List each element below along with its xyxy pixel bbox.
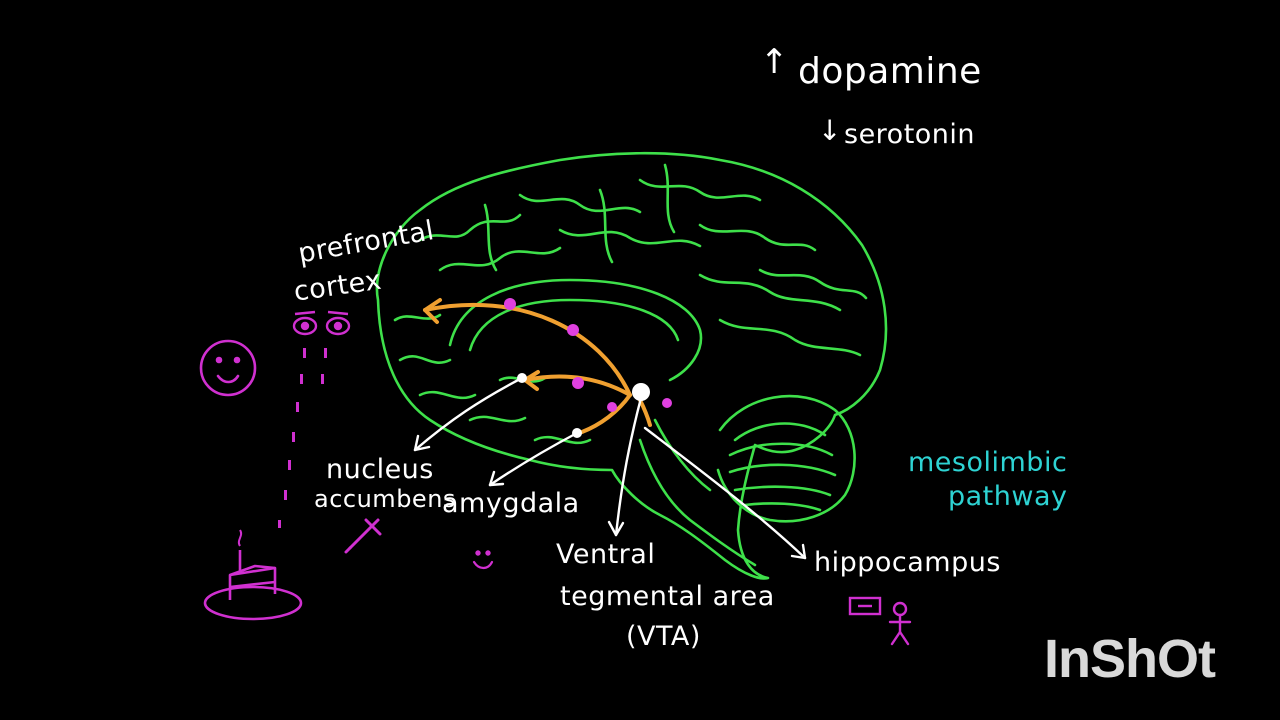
- watermark-logo: InShOt: [1044, 629, 1216, 689]
- vta-node: [632, 383, 650, 401]
- small-smile-icon: [472, 550, 494, 570]
- vta-label-line1: Ventral: [556, 539, 656, 570]
- nucleus-accumbens-label-line2: accumbens: [314, 485, 456, 513]
- birthday-cake-icon: [203, 529, 303, 621]
- increase-arrow-icon: ↑: [760, 42, 789, 82]
- syringe-icon: [344, 518, 382, 554]
- dopamine-label: dopamine: [798, 51, 982, 92]
- hippocampus-label: hippocampus: [814, 547, 1001, 578]
- mesolimbic-pathway-label-line2: pathway: [948, 481, 1068, 512]
- person-icon: [888, 601, 912, 646]
- decrease-arrow-icon: ↓: [818, 114, 842, 147]
- smiley-face-icon: [199, 339, 257, 397]
- photo-frame-icon: [848, 596, 882, 616]
- nucleus-accumbens-label-line1: nucleus: [326, 454, 434, 485]
- serotonin-label: serotonin: [844, 119, 976, 150]
- dopamine-pathway-arrows: [423, 298, 652, 434]
- eyes-icon: [292, 310, 351, 336]
- label-pointer-lines: [413, 376, 807, 560]
- vta-label-line2: tegmental area: [560, 581, 775, 612]
- synapse-dots: [504, 298, 672, 412]
- vta-label-line3: (VTA): [626, 621, 701, 652]
- dotted-trail: [278, 348, 327, 528]
- mesolimbic-pathway-label-line1: mesolimbic: [908, 447, 1068, 478]
- amygdala-label: amygdala: [442, 488, 580, 519]
